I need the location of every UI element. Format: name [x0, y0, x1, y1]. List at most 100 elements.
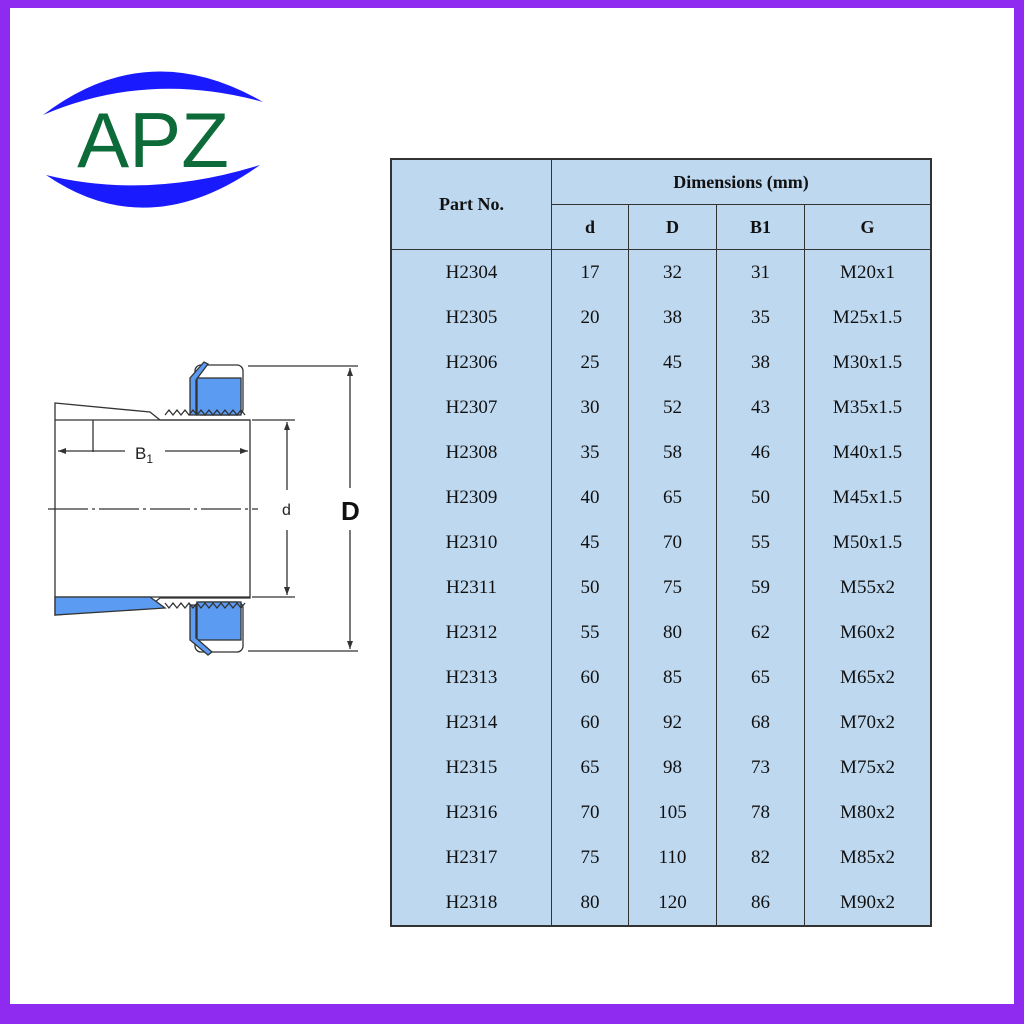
cell-B1: 73	[716, 745, 805, 790]
cell-part-no: H2307	[390, 385, 552, 430]
cell-part-no: H2316	[390, 790, 552, 835]
cell-D: 32	[628, 249, 717, 295]
header-D: D	[628, 204, 717, 250]
cell-G: M40x1.5	[804, 430, 932, 475]
cell-part-no: H2318	[390, 880, 552, 926]
label-d: d	[282, 502, 291, 519]
cell-d: 80	[551, 880, 629, 926]
header-G: G	[804, 204, 932, 250]
cell-part-no: H2312	[390, 610, 552, 655]
cell-B1: 35	[716, 295, 805, 340]
cell-G: M30x1.5	[804, 340, 932, 385]
cell-part-no: H2309	[390, 475, 552, 520]
cell-D: 105	[628, 790, 717, 835]
label-D: D	[341, 496, 360, 526]
cell-B1: 78	[716, 790, 805, 835]
cell-part-no: H2305	[390, 295, 552, 340]
cell-B1: 55	[716, 520, 805, 565]
cell-part-no: H2310	[390, 520, 552, 565]
cell-B1: 59	[716, 565, 805, 610]
cell-part-no: H2314	[390, 700, 552, 745]
cell-part-no: H2315	[390, 745, 552, 790]
header-part-no: Part No.	[390, 159, 552, 250]
cell-G: M90x2	[804, 880, 932, 926]
cell-G: M35x1.5	[804, 385, 932, 430]
cell-B1: 65	[716, 655, 805, 700]
cell-D: 92	[628, 700, 717, 745]
cell-part-no: H2306	[390, 340, 552, 385]
cell-part-no: H2311	[390, 565, 552, 610]
cell-G: M60x2	[804, 610, 932, 655]
header-dimensions: Dimensions (mm)	[551, 159, 932, 205]
cell-G: M75x2	[804, 745, 932, 790]
cell-B1: 50	[716, 475, 805, 520]
svg-text:B1: B1	[135, 444, 153, 466]
cell-d: 17	[551, 249, 629, 295]
cell-G: M50x1.5	[804, 520, 932, 565]
cell-d: 30	[551, 385, 629, 430]
header-d: d	[551, 204, 629, 250]
cell-D: 98	[628, 745, 717, 790]
label-b1: B	[135, 444, 146, 463]
cell-D: 120	[628, 880, 717, 926]
cell-D: 110	[628, 835, 717, 880]
cell-D: 85	[628, 655, 717, 700]
adapter-sleeve-drawing: B1 d D	[48, 361, 360, 656]
cell-d: 75	[551, 835, 629, 880]
cell-d: 60	[551, 655, 629, 700]
cell-d: 35	[551, 430, 629, 475]
cell-d: 40	[551, 475, 629, 520]
header-B1: B1	[716, 204, 805, 250]
cell-part-no: H2304	[390, 249, 552, 295]
cell-d: 70	[551, 790, 629, 835]
cell-G: M55x2	[804, 565, 932, 610]
cell-d: 45	[551, 520, 629, 565]
cell-G: M65x2	[804, 655, 932, 700]
cell-d: 65	[551, 745, 629, 790]
cell-part-no: H2313	[390, 655, 552, 700]
cell-G: M70x2	[804, 700, 932, 745]
cell-part-no: H2308	[390, 430, 552, 475]
apz-logo: APZ	[43, 71, 263, 208]
cell-B1: 43	[716, 385, 805, 430]
cell-D: 70	[628, 520, 717, 565]
cell-D: 52	[628, 385, 717, 430]
cell-D: 80	[628, 610, 717, 655]
cell-B1: 31	[716, 249, 805, 295]
cell-B1: 46	[716, 430, 805, 475]
cell-G: M45x1.5	[804, 475, 932, 520]
cell-B1: 68	[716, 700, 805, 745]
cell-d: 50	[551, 565, 629, 610]
cell-B1: 38	[716, 340, 805, 385]
cell-B1: 82	[716, 835, 805, 880]
cell-G: M25x1.5	[804, 295, 932, 340]
logo-text: APZ	[77, 96, 229, 184]
cell-D: 38	[628, 295, 717, 340]
cell-B1: 86	[716, 880, 805, 926]
cell-D: 45	[628, 340, 717, 385]
cell-d: 25	[551, 340, 629, 385]
cell-B1: 62	[716, 610, 805, 655]
cell-d: 55	[551, 610, 629, 655]
cell-G: M85x2	[804, 835, 932, 880]
cell-d: 20	[551, 295, 629, 340]
cell-D: 65	[628, 475, 717, 520]
cell-G: M20x1	[804, 249, 932, 295]
cell-G: M80x2	[804, 790, 932, 835]
cell-D: 58	[628, 430, 717, 475]
